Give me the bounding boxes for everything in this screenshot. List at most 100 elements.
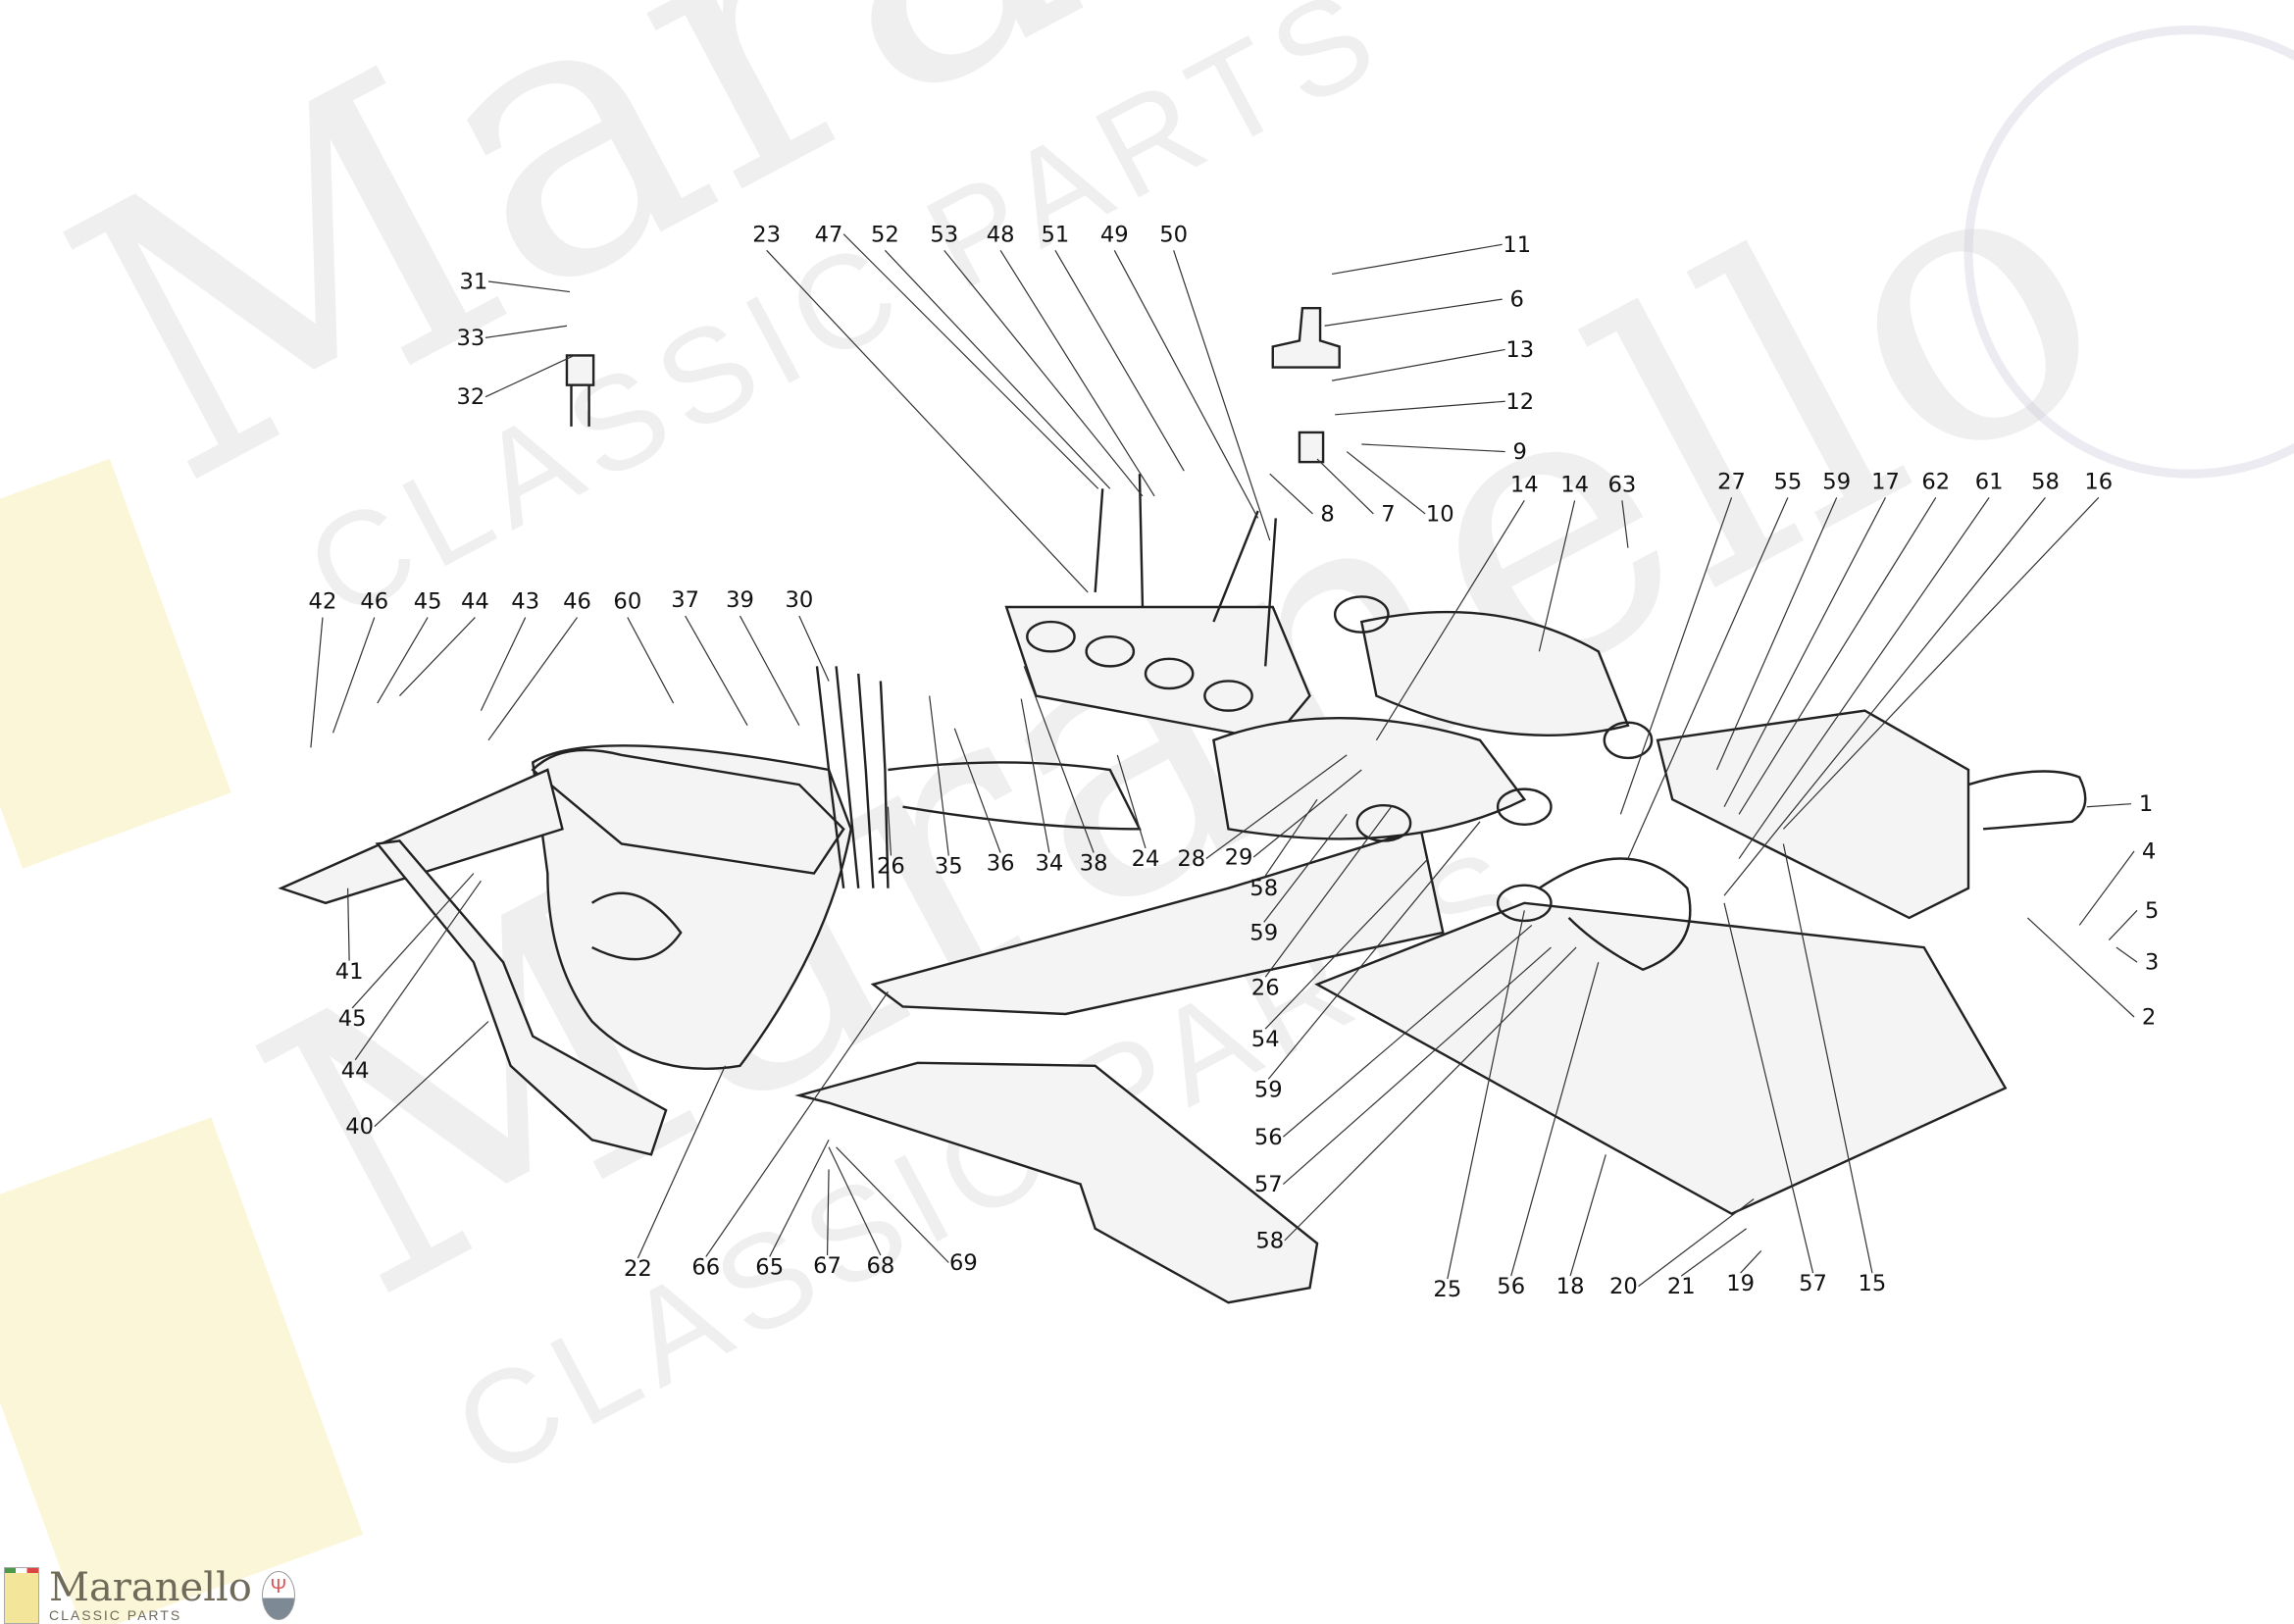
tailpipe xyxy=(1967,770,2087,831)
part-callout-39: 39 xyxy=(726,587,754,613)
part-callout-17: 17 xyxy=(1871,469,1900,494)
part-callout-44: 44 xyxy=(341,1058,370,1084)
part-callout-3: 3 xyxy=(2145,950,2159,976)
logo-brand: Maranello xyxy=(49,1565,252,1610)
part-callout-59: 59 xyxy=(1249,921,1278,946)
part-callout-56: 56 xyxy=(1497,1274,1525,1299)
part-callout-59: 59 xyxy=(1254,1077,1283,1102)
leader-line xyxy=(1638,1198,1755,1288)
leader-line xyxy=(685,615,748,727)
part-callout-47: 47 xyxy=(815,222,843,247)
leader-line xyxy=(1284,946,1577,1242)
part-callout-41: 41 xyxy=(335,959,364,985)
part-callout-28: 28 xyxy=(1177,846,1205,872)
flange xyxy=(1496,884,1553,923)
leader-line xyxy=(769,1139,830,1257)
leader-line xyxy=(1282,924,1533,1138)
part-callout-8: 8 xyxy=(1320,501,1334,527)
leader-line xyxy=(310,617,324,748)
part-callout-18: 18 xyxy=(1556,1274,1585,1299)
leader-line xyxy=(929,695,949,856)
leader-line xyxy=(999,250,1155,497)
leader-line xyxy=(1324,298,1503,327)
leader-line xyxy=(1332,243,1503,276)
leader-line xyxy=(1263,798,1318,879)
part-callout-32: 32 xyxy=(456,384,484,410)
part-callout-69: 69 xyxy=(949,1250,978,1276)
part-callout-58: 58 xyxy=(1255,1228,1284,1253)
part-callout-7: 7 xyxy=(1381,501,1395,527)
leader-line xyxy=(739,615,800,727)
leader-line xyxy=(637,1065,726,1259)
part-callout-5: 5 xyxy=(2145,898,2159,924)
leader-line xyxy=(1113,250,1259,519)
leader-line xyxy=(1510,962,1600,1277)
leader-line xyxy=(1715,497,1838,771)
part-callout-27: 27 xyxy=(1717,469,1746,494)
part-callout-49: 49 xyxy=(1100,222,1129,247)
part-callout-16: 16 xyxy=(2084,469,2113,494)
ferrari-shield-icon xyxy=(4,1567,39,1624)
leader-line xyxy=(1335,400,1505,416)
leader-line xyxy=(487,280,571,293)
part-callout-43: 43 xyxy=(511,589,539,615)
part-callout-58: 58 xyxy=(1249,876,1278,901)
part-callout-33: 33 xyxy=(456,326,484,351)
leader-line xyxy=(1782,843,1873,1274)
part-callout-52: 52 xyxy=(871,222,899,247)
part-callout-24: 24 xyxy=(1132,846,1160,872)
leader-line xyxy=(884,249,1111,489)
part-callout-35: 35 xyxy=(935,854,963,880)
leader-line xyxy=(1627,497,1789,859)
leader-line xyxy=(842,233,1099,489)
leader-line xyxy=(943,249,1144,497)
leader-line xyxy=(836,1146,949,1263)
leader-line xyxy=(2078,850,2135,926)
leader-line xyxy=(1020,698,1050,853)
leader-line xyxy=(377,617,429,704)
leader-line xyxy=(351,873,475,1009)
watermark-ferrari-badge xyxy=(0,1117,364,1624)
leader-line xyxy=(1619,497,1733,815)
heat-shield-40 xyxy=(375,839,668,1156)
catalyst-right xyxy=(1359,610,1630,736)
leader-line xyxy=(347,888,350,961)
part-callout-15: 15 xyxy=(1859,1271,1887,1296)
part-callout-67: 67 xyxy=(813,1253,841,1279)
part-callout-46: 46 xyxy=(360,589,388,615)
part-callout-46: 46 xyxy=(563,589,591,615)
leader-line xyxy=(1738,496,1990,859)
leader-line xyxy=(331,617,376,734)
part-callout-57: 57 xyxy=(1254,1172,1283,1197)
leader-line xyxy=(354,880,482,1061)
part-callout-68: 68 xyxy=(866,1253,894,1279)
part-callout-30: 30 xyxy=(785,587,813,613)
manifold-flange xyxy=(531,748,845,875)
part-callout-42: 42 xyxy=(309,589,337,615)
leader-line xyxy=(1361,443,1505,453)
leader-line xyxy=(1723,496,2046,896)
leader-line xyxy=(1264,806,1392,978)
part-callout-6: 6 xyxy=(1510,287,1524,313)
mount-6 xyxy=(1271,306,1341,369)
leader-line xyxy=(828,1146,882,1256)
leader-line xyxy=(1282,946,1552,1185)
part-callout-26: 26 xyxy=(1251,975,1280,1000)
leader-line xyxy=(1267,821,1481,1080)
part-callout-29: 29 xyxy=(1225,845,1253,871)
leader-line xyxy=(1346,451,1426,515)
part-callout-62: 62 xyxy=(1921,469,1950,494)
part-callout-40: 40 xyxy=(345,1114,374,1140)
spacer-32 xyxy=(565,354,595,386)
bracket-7 xyxy=(1298,431,1325,464)
leader-line xyxy=(487,617,579,741)
leader-line xyxy=(1375,500,1525,741)
leader-line xyxy=(484,325,568,338)
leader-line xyxy=(1569,1154,1606,1277)
part-callout-34: 34 xyxy=(1036,851,1064,877)
leader-line xyxy=(766,249,1089,593)
flange xyxy=(1496,787,1553,827)
flange xyxy=(1603,721,1654,760)
